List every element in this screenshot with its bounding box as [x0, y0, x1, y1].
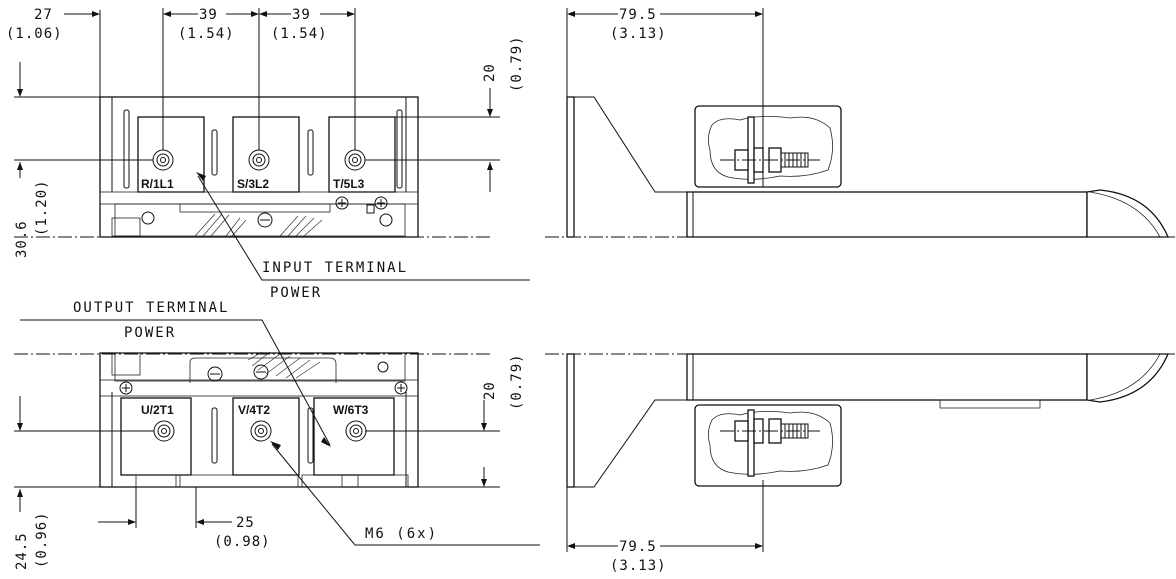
input-terminal-label: INPUT TERMINAL [262, 260, 408, 276]
terminal-block-v [232, 397, 300, 476]
svg-text:(3.13): (3.13) [610, 26, 667, 42]
output-front-view: U/2T1 V/4T2 W/6T3 [99, 351, 419, 488]
dimension-pitch-39-b: 39 (1.54) [258, 7, 356, 150]
output-terminal-label: OUTPUT TERMINAL [73, 300, 229, 316]
terminal-label-s: S/3L2 [237, 177, 269, 191]
output-side-view [566, 353, 1169, 488]
svg-text:(3.13): (3.13) [610, 558, 667, 574]
dimension-24-5: 24.5 (0.96) [14, 396, 154, 570]
svg-text:(0.79): (0.79) [509, 353, 525, 410]
input-power-label: POWER [270, 285, 322, 301]
svg-text:79.5: 79.5 [619, 539, 657, 555]
svg-text:20: 20 [482, 381, 498, 400]
svg-text:(1.54): (1.54) [271, 26, 328, 42]
terminal-label-v: V/4T2 [238, 403, 270, 417]
dimension-bottom-side-79-5: 79.5 (3.13) [566, 480, 764, 574]
svg-text:39: 39 [199, 7, 218, 23]
dimension-pitch-39-a: 39 (1.54) [162, 7, 259, 150]
terminal-block-t [328, 116, 396, 193]
svg-text:24.5: 24.5 [14, 532, 30, 570]
dimension-30-6: 30.6 (1.20) [14, 62, 153, 258]
svg-text:(0.98): (0.98) [214, 534, 271, 550]
svg-text:25: 25 [236, 515, 255, 531]
terminal-label-t: T/5L3 [333, 177, 365, 191]
terminal-label-r: R/1L1 [141, 177, 174, 191]
input-side-view [566, 96, 1169, 238]
dimension-top-side-79-5: 79.5 (3.13) [566, 7, 764, 187]
svg-text:(0.79): (0.79) [509, 35, 525, 92]
bolt-note-label: M6 (6x) [365, 526, 438, 542]
input-terminal-callout: INPUT TERMINAL POWER [196, 172, 530, 301]
dimension-top-20: 20 (0.79) [355, 35, 525, 192]
terminal-block-s [232, 116, 300, 193]
output-terminal-callout: OUTPUT TERMINAL POWER [20, 300, 331, 447]
terminal-label-w: W/6T3 [333, 403, 369, 417]
svg-text:(1.06): (1.06) [6, 26, 63, 42]
svg-text:79.5: 79.5 [619, 7, 657, 23]
dimension-25: 25 (0.98) [98, 487, 271, 550]
dimension-27: 27 (1.06) [6, 7, 101, 97]
bolt-note-callout: M6 (6x) [270, 441, 540, 546]
terminal-label-u: U/2T1 [141, 403, 174, 417]
svg-text:(0.96): (0.96) [34, 511, 50, 568]
bolt-icon [250, 420, 272, 442]
svg-text:39: 39 [292, 7, 311, 23]
dimension-bottom-20: 20 (0.79) [365, 353, 525, 488]
svg-text:(1.20): (1.20) [34, 179, 50, 236]
svg-text:27: 27 [34, 7, 53, 23]
svg-text:30.6: 30.6 [14, 220, 30, 258]
output-power-label: POWER [124, 325, 176, 341]
svg-text:(1.54): (1.54) [178, 26, 235, 42]
svg-text:20: 20 [482, 63, 498, 82]
